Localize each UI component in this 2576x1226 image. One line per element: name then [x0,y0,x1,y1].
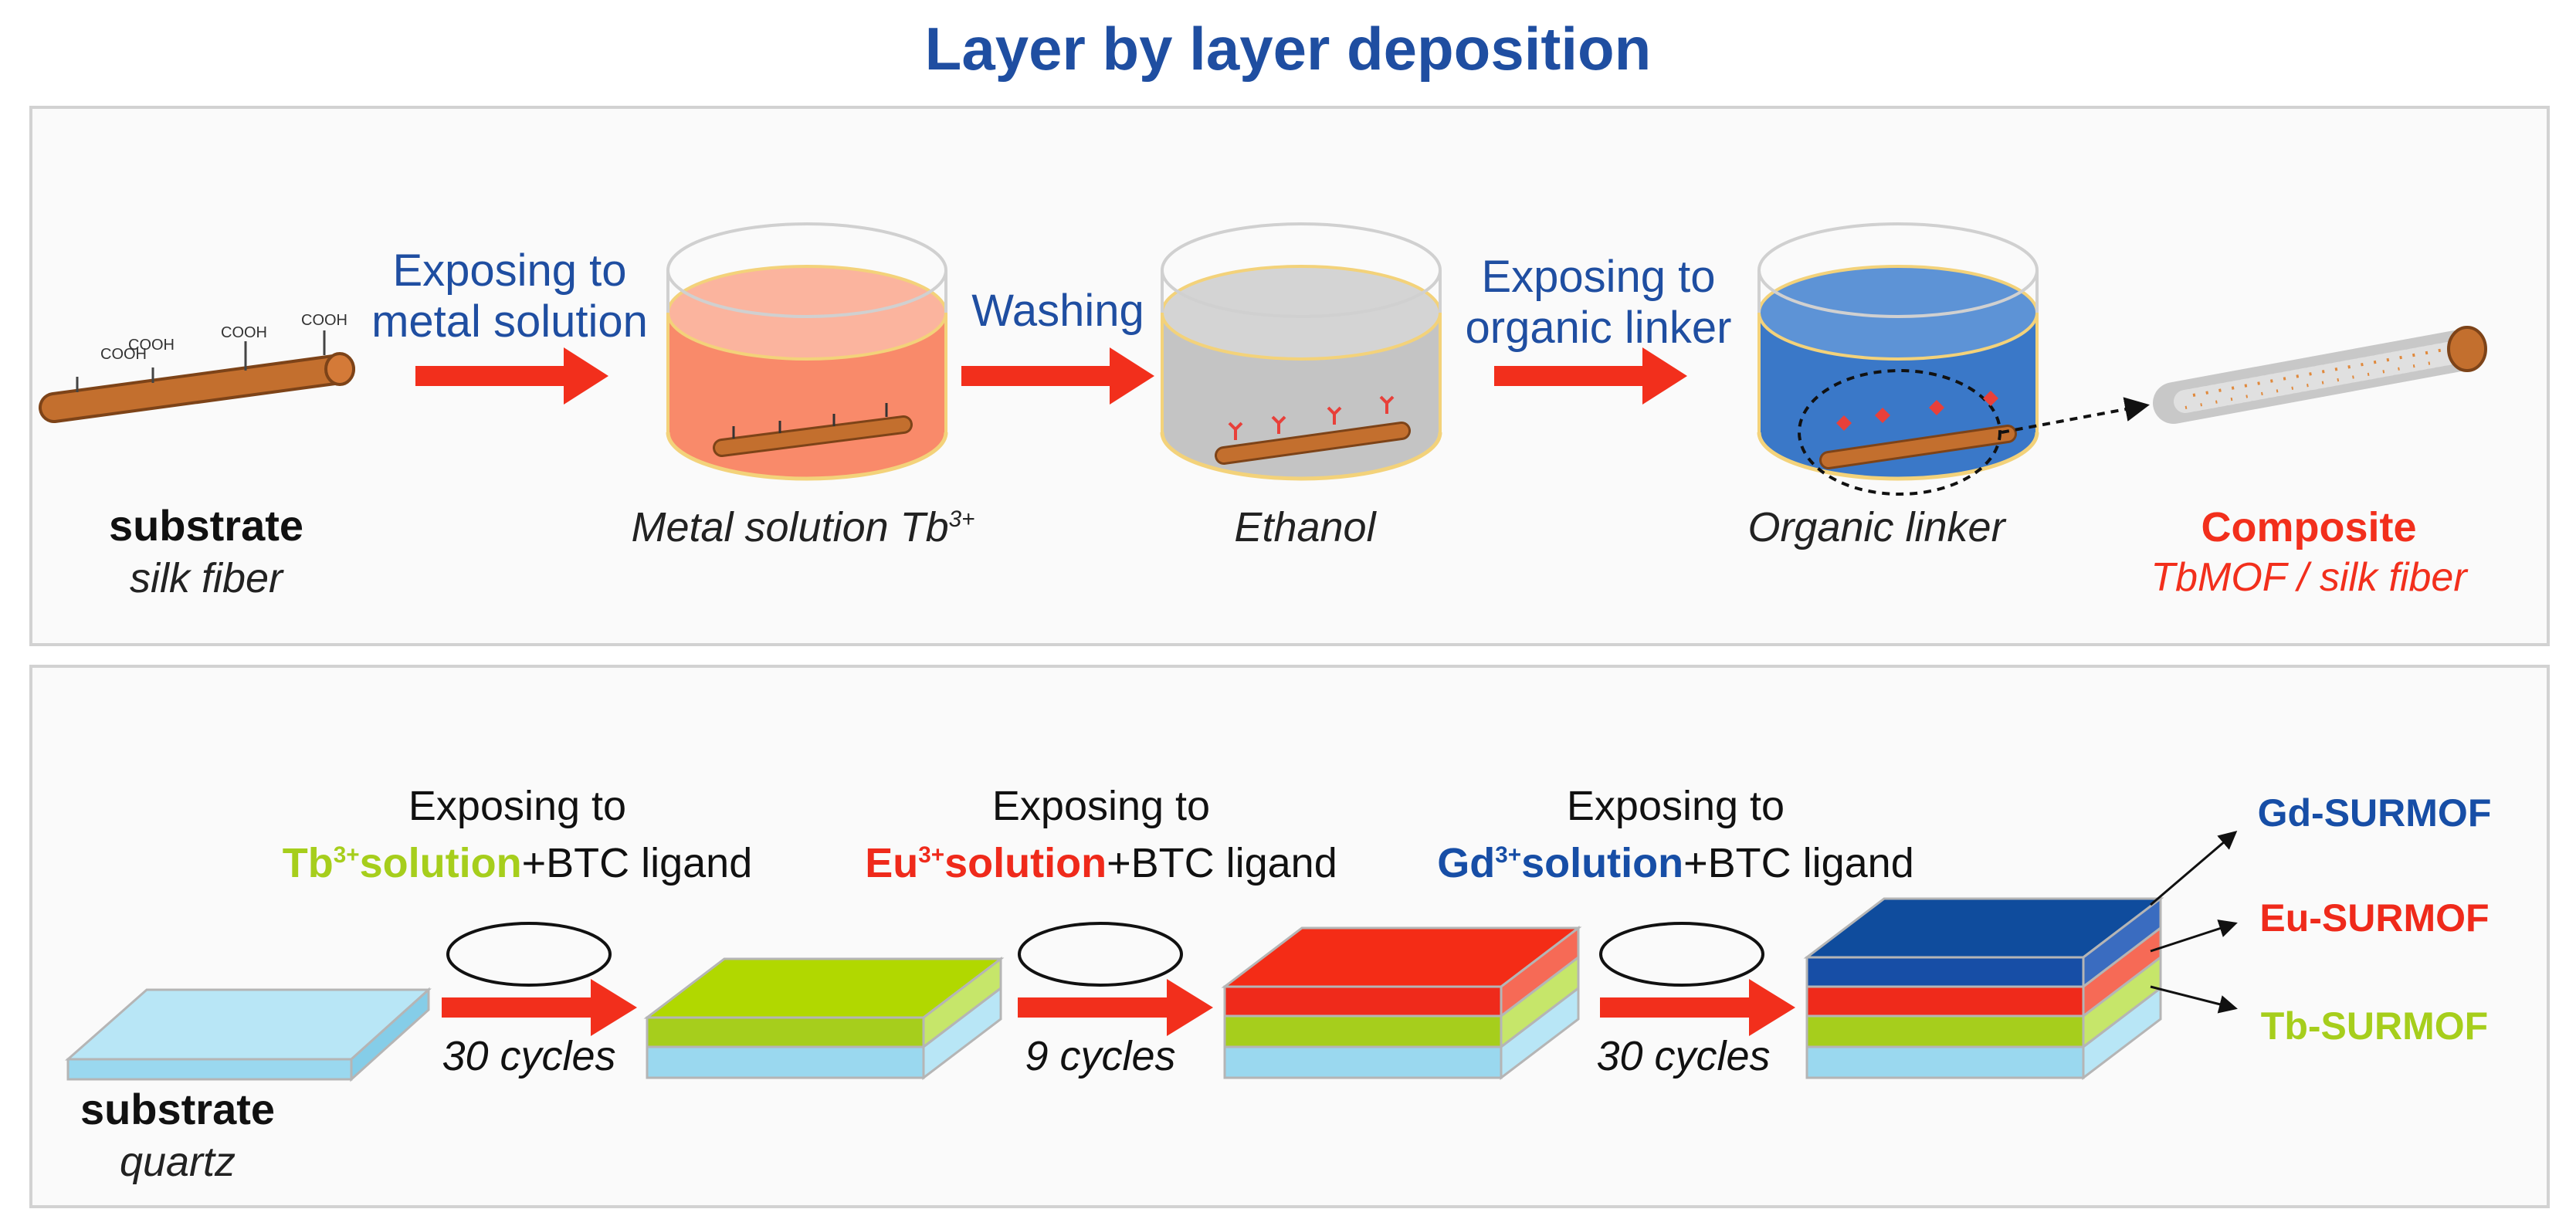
stage2-sup: 3+ [918,842,945,868]
step-expose-metal-line1: Exposing to [392,246,627,296]
stage3-label: Exposing to Gd3+solution+BTC ligand [1405,781,1946,888]
gd-surmof-label: Gd-SURMOF [2257,791,2492,835]
stage2-ion: Eu [865,840,919,886]
beaker1-label-sup: 3+ [948,506,975,532]
arrow-expose-linker [1494,347,1687,405]
stage2-line2: Eu3+solution+BTC ligand [831,831,1371,888]
step-expose-metal-line2: metal solution [371,296,648,347]
cycle-arrow-2 [1018,979,1213,1036]
step-expose-linker-line1: Exposing to [1481,252,1716,302]
substrate-label: substrate [108,501,304,550]
arrow-expose-metal [415,347,608,405]
cooh-label-4: COOH [301,312,347,329]
substrate-sublabel: silk fiber [129,555,283,601]
stage3-suffix: +BTC ligand [1683,840,1914,886]
stage2-suffix: +BTC ligand [1107,840,1337,886]
stage1-ion: Tb [282,840,334,886]
stage3-ion: Gd [1437,840,1496,886]
composite-label: Composite [2201,504,2417,550]
leader-gd [2150,831,2238,906]
arrow-washing [961,347,1154,405]
composite-sublabel: TbMOF / silk fiber [2151,555,2467,600]
stage1-line2: Tb3+solution+BTC ligand [247,831,788,888]
stage3-solution: solution [1521,840,1684,886]
cooh-label-2: COOH [128,337,175,354]
tb-surmof-label: Tb-SURMOF [2260,1004,2489,1048]
cycle-arrow-1 [442,979,637,1036]
diagram-title: Layer by layer deposition [924,15,1652,83]
stage1-solution: solution [359,840,522,886]
stage1-line1: Exposing to [408,783,627,829]
quartz-sublabel: quartz [119,1139,236,1185]
eu-surmof-label: Eu-SURMOF [2259,896,2490,940]
composite-fiber [2153,326,2487,424]
cycle-loop-2 [1018,922,1183,987]
stage3-cycles: 30 cycles [1596,1033,1771,1079]
stage3-line2: Gd3+solution+BTC ligand [1405,831,1946,888]
step-expose-metal: Exposing to metal solution [363,246,656,347]
cycle-loop-1 [446,922,612,987]
stage2-solution: solution [944,840,1107,886]
beaker2-label: Ethanol [1234,504,1376,550]
beaker-metal-solution [666,222,948,481]
stage1-suffix: +BTC ligand [521,840,753,886]
stack-tb [643,956,1005,1081]
quartz-substrate [65,987,432,1082]
stage1-label: Exposing to Tb3+solution+BTC ligand [247,781,788,888]
zoom-arrow [2001,397,2150,434]
stack-tb-eu [1221,925,1582,1081]
leader-eu [2150,920,2238,953]
leader-tb [2150,985,2238,1014]
stage3-sup: 3+ [1495,842,1522,868]
beaker1-label-text: Metal solution Tb [631,504,949,550]
quartz-label: substrate [80,1085,276,1133]
step-expose-linker: Exposing to organic linker [1452,252,1745,354]
beaker-organic-linker [1757,222,2039,496]
stack-tb-eu-gd [1803,896,2164,1081]
beaker-ethanol [1160,222,1442,481]
step-expose-linker-line2: organic linker [1465,303,1732,353]
stage3-line1: Exposing to [1566,783,1785,829]
stage1-sup: 3+ [333,842,360,868]
stage2-cycles: 9 cycles [1025,1033,1176,1079]
cooh-label-3: COOH [221,324,267,341]
step-washing: Washing [971,286,1144,336]
cycle-arrow-3 [1600,979,1795,1036]
beaker1-label: Metal solution Tb3+ [587,503,1019,551]
cycle-loop-3 [1599,922,1764,987]
stage2-label: Exposing to Eu3+solution+BTC ligand [831,781,1371,888]
stage1-cycles: 30 cycles [442,1033,616,1079]
cooh-label-1: COOH [100,346,147,363]
stage2-line1: Exposing to [991,783,1211,829]
silk-fiber-substrate [39,330,355,423]
beaker3-label: Organic linker [1747,504,2005,550]
